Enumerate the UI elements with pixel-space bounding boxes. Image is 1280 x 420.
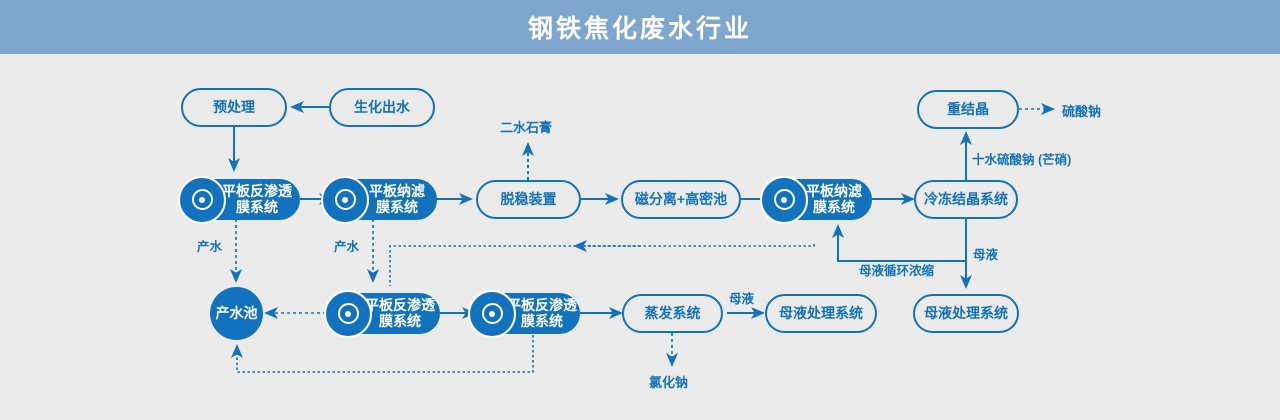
page-title: 钢铁焦化废水行业 <box>527 15 752 43</box>
node-freeze-crystallization-label: 冷冻结晶系统 <box>924 190 1008 207</box>
membrane-disc-icon <box>468 289 516 338</box>
terminal-sodium-sulfate: 硫酸钠 <box>1062 104 1102 119</box>
node-nf-top-label: 平板纳滤 膜系统 <box>369 182 425 215</box>
node-bio-effluent[interactable]: 生化出水 <box>329 88 435 127</box>
node-mother-liquor-2[interactable]: 母液处理系统 <box>913 294 1019 333</box>
edge-label-mother-liquor-recycle: 母液循环浓缩 <box>859 264 935 278</box>
edge-label-mother-liquor-freeze: 母液 <box>973 248 999 262</box>
node-ro-bottom-1[interactable]: 平板反渗透 膜系统 <box>324 289 440 338</box>
node-nf-top[interactable]: 平板纳滤 膜系统 <box>321 175 437 224</box>
node-ro-top[interactable]: 平板反渗透 膜系统 <box>178 175 300 224</box>
node-product-water-pool[interactable]: 产水池 <box>210 287 263 340</box>
node-evaporation[interactable]: 蒸发系统 <box>622 294 723 333</box>
node-destabilizer-label: 脱稳装置 <box>500 190 557 207</box>
terminal-gypsum: 二水石膏 <box>500 120 553 135</box>
flowchart-canvas: 预处理 生化出水 平板反渗透 膜系统 平板纳滤 膜系统 脱稳装置 磁分离+高密池 <box>0 54 1280 420</box>
node-recrystallization[interactable]: 重结晶 <box>917 90 1019 129</box>
node-magnetic-separation[interactable]: 磁分离+高密池 <box>621 180 741 219</box>
node-bio-effluent-label: 生化出水 <box>354 98 410 115</box>
node-ro-bottom-2[interactable]: 平板反渗透 膜系统 <box>468 289 580 338</box>
node-product-water-pool-label: 产水池 <box>215 304 258 321</box>
page-header: 钢铁焦化废水行业 <box>0 0 1280 54</box>
node-nf-right[interactable]: 平板纳滤 膜系统 <box>760 175 872 224</box>
edge-label-product-water-1: 产水 <box>197 240 223 254</box>
flowchart-edges <box>228 101 1055 373</box>
node-recrystallization-label: 重结晶 <box>947 100 989 117</box>
node-nf-right-label: 平板纳滤 膜系统 <box>806 182 862 215</box>
membrane-disc-icon <box>760 175 808 224</box>
membrane-disc-icon <box>178 175 226 224</box>
membrane-disc-icon <box>324 289 372 338</box>
node-pretreatment-label: 预处理 <box>213 98 255 115</box>
node-freeze-crystallization[interactable]: 冷冻结晶系统 <box>914 180 1018 219</box>
node-magnetic-separation-label: 磁分离+高密池 <box>634 190 728 207</box>
node-mother-liquor-1-label: 母液处理系统 <box>779 304 863 321</box>
node-mother-liquor-2-label: 母液处理系统 <box>924 304 1008 321</box>
node-mother-liquor-1[interactable]: 母液处理系统 <box>765 294 877 333</box>
node-ro-top-label: 平板反渗透 膜系统 <box>222 182 292 215</box>
node-ro-bottom-2-label: 平板反渗透 膜系统 <box>507 296 577 329</box>
terminal-sodium-chloride: 氯化钠 <box>649 375 689 390</box>
edge-label-glauber-salt: 十水硫酸钠 (芒硝) <box>972 153 1072 167</box>
node-pretreatment[interactable]: 预处理 <box>181 88 287 127</box>
edge-label-mother-liquor-evaporation: 母液 <box>729 292 755 306</box>
node-ro-bottom-1-label: 平板反渗透 膜系统 <box>365 296 435 329</box>
node-evaporation-label: 蒸发系统 <box>644 304 701 321</box>
membrane-disc-icon <box>321 175 369 224</box>
edge-label-product-water-2: 产水 <box>334 240 360 254</box>
node-destabilizer[interactable]: 脱稳装置 <box>476 180 581 219</box>
